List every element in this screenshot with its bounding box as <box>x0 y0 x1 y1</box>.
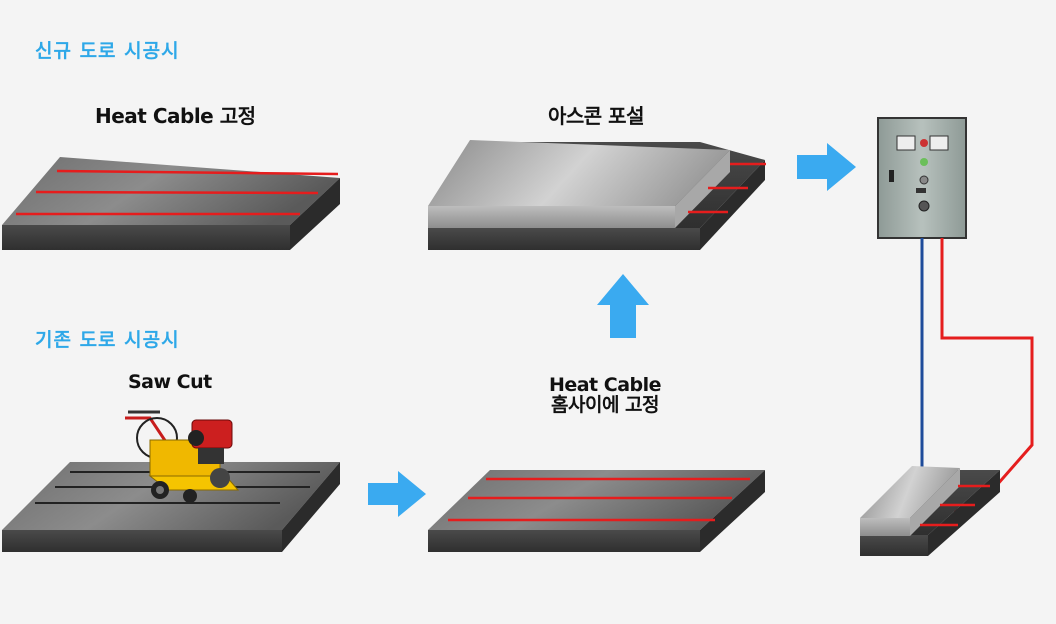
slab-asphalt <box>428 140 766 250</box>
control-panel-box <box>877 117 967 239</box>
step-label-asphalt: 아스콘 포설 <box>548 104 644 128</box>
slab-fix-cable <box>2 157 340 250</box>
step-label-groove-line2: 홈사이에 고정 <box>551 394 660 416</box>
step-label-saw-cut: Saw Cut <box>128 371 212 393</box>
arrow-right-to-groove <box>368 471 426 517</box>
step-label-groove-fix: Heat Cable 홈사이에 고정 <box>520 375 690 415</box>
section-title-new-road: 신규 도로 시공시 <box>35 40 180 62</box>
slab-installed-small <box>860 466 1000 556</box>
arrow-right-to-control <box>797 143 856 191</box>
arrow-up-to-asphalt <box>597 274 649 338</box>
slab-groove-cable <box>428 470 765 552</box>
step-label-fix-cable: Heat Cable 고정 <box>95 104 256 128</box>
saw-cut-machine <box>125 410 240 503</box>
step-label-groove-line1: Heat Cable <box>548 374 662 396</box>
section-title-existing-road: 기존 도로 시공시 <box>35 329 180 351</box>
